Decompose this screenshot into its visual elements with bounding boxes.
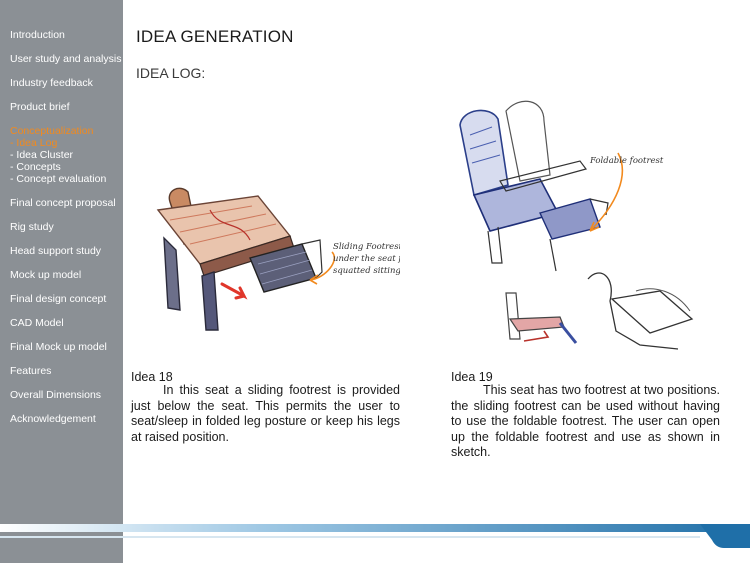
nav-features[interactable]: Features: [10, 365, 52, 377]
page-title: IDEA GENERATION: [136, 27, 294, 46]
nav-introduction[interactable]: Introduction: [10, 29, 65, 41]
nav-cad-model[interactable]: CAD Model: [10, 317, 64, 329]
footer-band: [0, 524, 750, 548]
nav-final-design-concept[interactable]: Final design concept: [10, 293, 107, 305]
nav-sub-concept-evaluation[interactable]: - Concept evaluation: [10, 173, 107, 185]
idea-19-title: Idea 19: [451, 370, 493, 384]
nav-conceptualization[interactable]: Conceptualization: [10, 125, 94, 137]
idea-18-note-line-1: Sliding Footrest: [333, 242, 400, 252]
idea-18-title: Idea 18: [131, 370, 173, 384]
nav-sub-concepts[interactable]: - Concepts: [10, 161, 61, 173]
idea-18-note-line-3: squatted sitting: [333, 266, 400, 276]
idea-19-description: This seat has two footrest at two positi…: [451, 383, 720, 459]
idea-19-sketch: Foldable footrest: [459, 100, 694, 350]
nav-mock-up-model[interactable]: Mock up model: [10, 269, 82, 281]
nav-acknowledgement[interactable]: Acknowledgement: [10, 413, 96, 425]
nav-final-mock-up-model[interactable]: Final Mock up model: [10, 341, 107, 353]
idea-19-note: Foldable footrest: [589, 156, 664, 166]
nav-overall-dimensions[interactable]: Overall Dimensions: [10, 389, 102, 401]
idea-18-sketch: Sliding Footrest under the seat for squa…: [156, 187, 400, 331]
section-title: IDEA LOG:: [136, 65, 206, 81]
nav-sub-idea-log[interactable]: - Idea Log: [10, 137, 58, 149]
nav-rig-study[interactable]: Rig study: [10, 221, 54, 233]
nav-head-support-study[interactable]: Head support study: [10, 245, 102, 257]
nav-final-concept-proposal[interactable]: Final concept proposal: [10, 197, 116, 209]
nav-industry-feedback[interactable]: Industry feedback: [10, 77, 93, 89]
sidebar: Introduction User study and analysis Ind…: [0, 0, 123, 563]
nav-sub-idea-cluster[interactable]: - Idea Cluster: [10, 149, 74, 161]
idea-18-note-line-2: under the seat for: [333, 254, 400, 264]
nav-user-study[interactable]: User study and analysis: [10, 53, 122, 65]
idea-18-description: In this seat a sliding footrest is provi…: [131, 383, 400, 444]
nav-product-brief[interactable]: Product brief: [10, 101, 70, 113]
